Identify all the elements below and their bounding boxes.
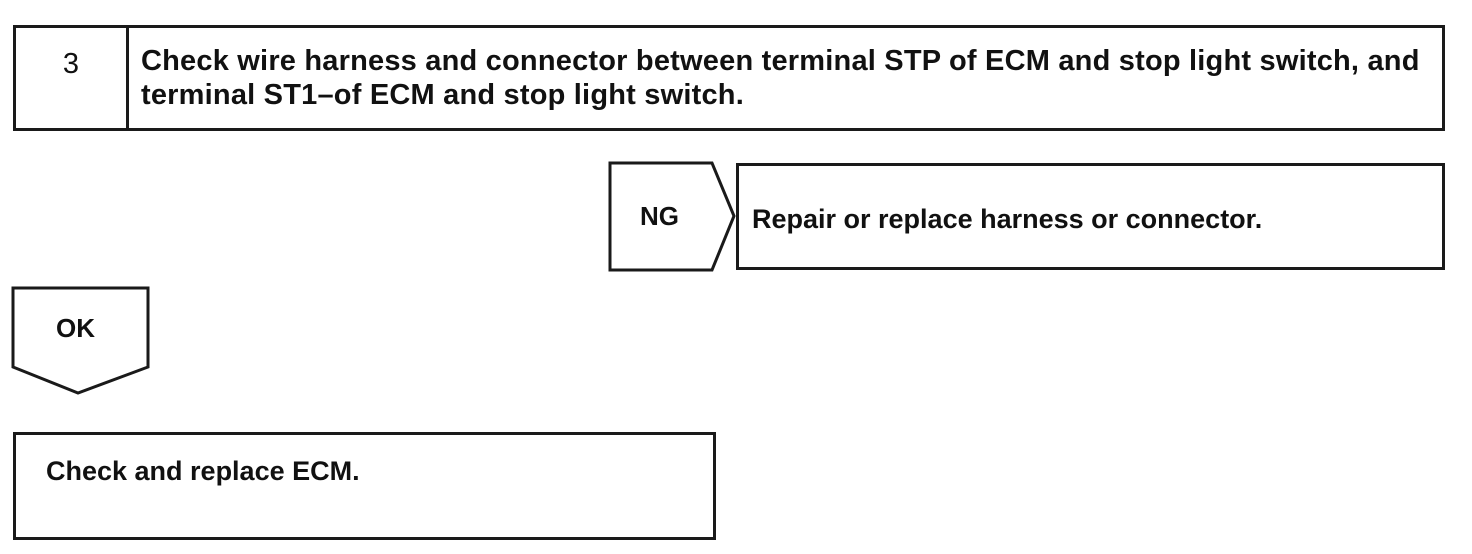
step-title: Check wire harness and connector between… (141, 45, 1420, 111)
step-box: 3 Check wire harness and connector betwe… (13, 25, 1445, 131)
next-action-text: Check and replace ECM. (46, 456, 360, 486)
ng-result-box: Repair or replace harness or connector. (736, 163, 1445, 270)
ng-label: NG (640, 201, 679, 231)
next-action-box: Check and replace ECM. (13, 432, 716, 540)
ng-arrow-shape (608, 161, 736, 272)
ng-result-text: Repair or replace harness or connector. (752, 204, 1263, 234)
step-number: 3 (16, 28, 129, 128)
ok-arrow-shape (11, 286, 150, 395)
ok-label: OK (56, 313, 95, 343)
